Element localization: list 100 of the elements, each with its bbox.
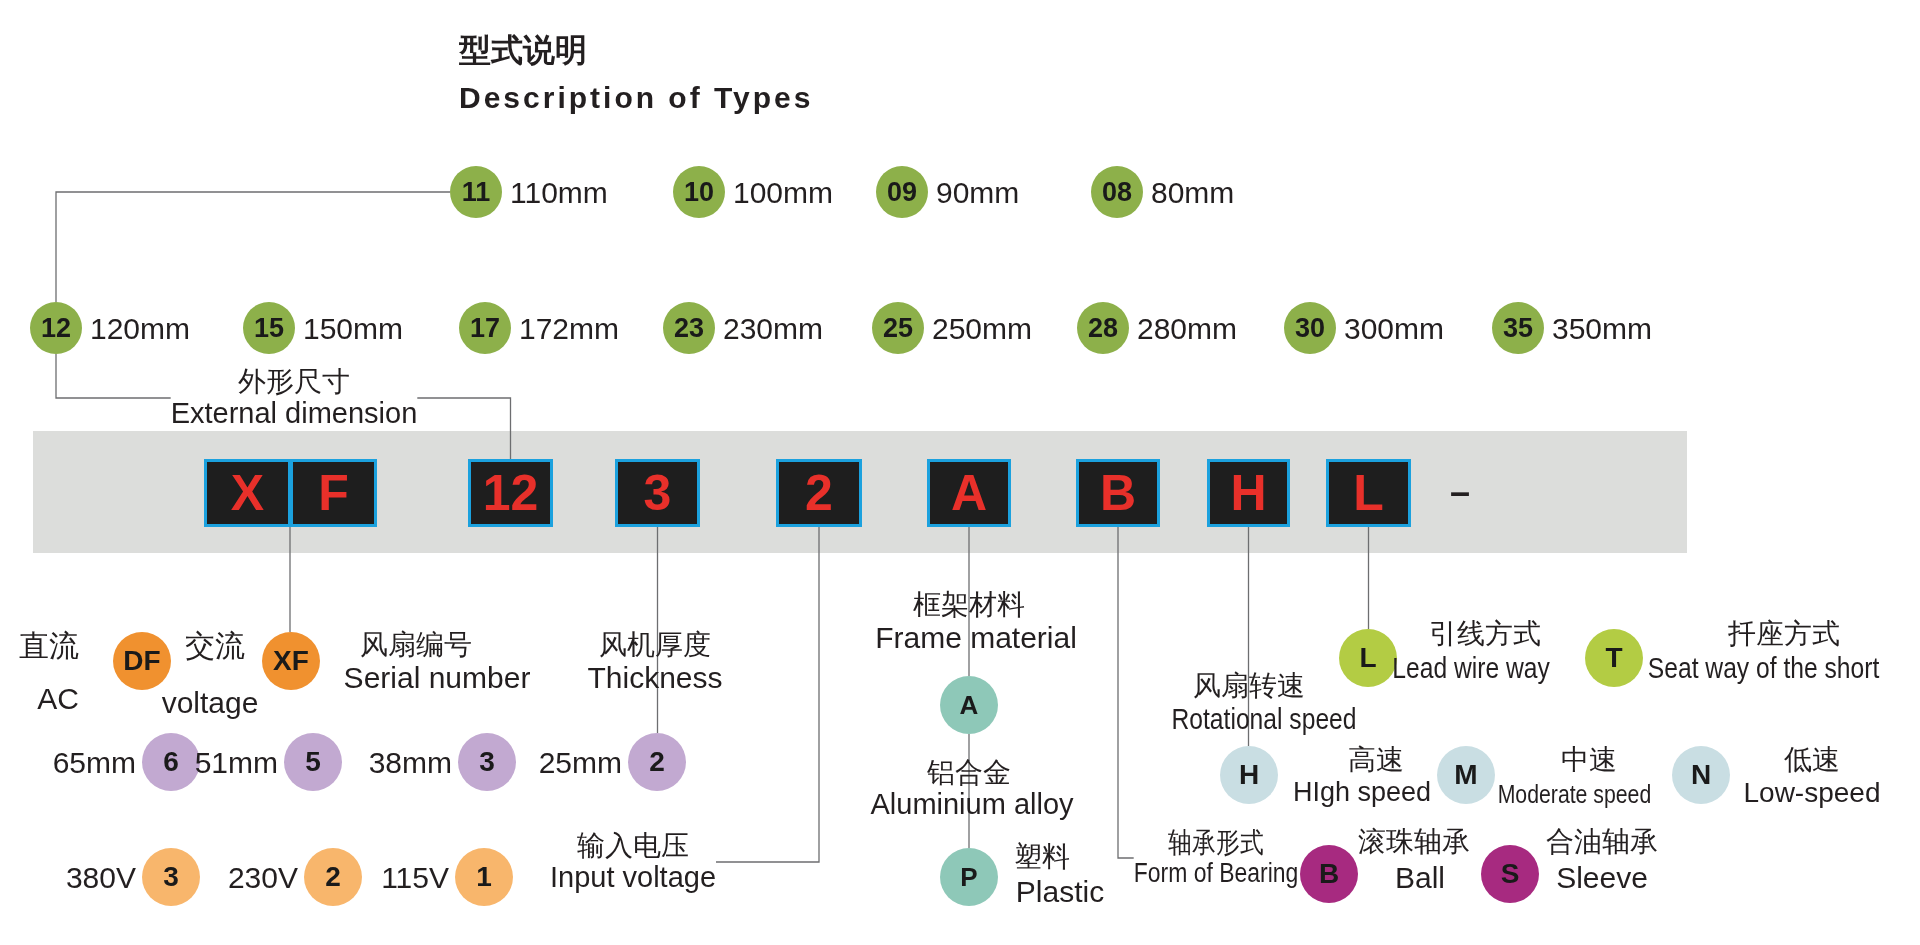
option-label: 350mm — [1552, 311, 1653, 345]
option-label: 高速 — [1348, 744, 1404, 776]
option-label: 172mm — [519, 311, 620, 345]
leader-line — [1117, 526, 1135, 859]
subtitle: Description of Types — [459, 81, 814, 115]
option-label: 150mm — [303, 311, 404, 345]
code-badge: 23 — [663, 302, 715, 354]
caption-text: Input voltage — [549, 861, 717, 894]
option-label: 38mm — [368, 745, 452, 779]
caption-text: 输入电压 — [576, 830, 690, 862]
code-badge: 3 — [142, 848, 200, 906]
code-letter-box: B — [1076, 459, 1160, 527]
code-badge: 2 — [628, 733, 686, 791]
option-label: Aluminium alloy — [869, 789, 1075, 821]
leader-line — [1367, 526, 1370, 630]
code-badge: H — [1220, 746, 1278, 804]
leader-line — [55, 353, 172, 399]
code-badge: 09 — [876, 166, 928, 218]
code-badge: 11 — [450, 166, 502, 218]
option-label: Plastic — [1015, 874, 1105, 908]
leader-line — [55, 191, 451, 303]
code-badge: P — [940, 848, 998, 906]
caption-text: Frame material — [874, 621, 1078, 655]
option-label: 280mm — [1137, 311, 1238, 345]
caption-text: 轴承形式 — [1167, 827, 1265, 859]
code-letter-box: F — [290, 459, 377, 527]
option-label: Sleeve — [1556, 860, 1648, 894]
code-badge: 30 — [1284, 302, 1336, 354]
option-label: Moderate speed — [1497, 781, 1652, 809]
code-letter-box: 3 — [615, 459, 700, 527]
code-badge: 10 — [673, 166, 725, 218]
option-label: 90mm — [936, 175, 1020, 209]
option-label: 引线方式 — [1429, 618, 1541, 650]
code-badge: B — [1300, 845, 1358, 903]
dash-mark: – — [1450, 471, 1470, 513]
option-label: 250mm — [932, 311, 1033, 345]
code-badge: 1 — [455, 848, 513, 906]
code-badge: M — [1437, 746, 1495, 804]
caption-text: Serial number — [343, 661, 531, 695]
code-letter-box: X — [204, 459, 291, 527]
option-label: 交流 — [185, 628, 245, 662]
code-badge: 25 — [872, 302, 924, 354]
option-label: AC — [37, 681, 79, 715]
option-label: 100mm — [733, 175, 834, 209]
option-label: 扦座方式 — [1728, 618, 1840, 650]
code-badge: 08 — [1091, 166, 1143, 218]
option-label: 80mm — [1151, 175, 1235, 209]
code-badge: 15 — [243, 302, 295, 354]
option-label: 230mm — [723, 311, 824, 345]
caption-text: Form of Bearing — [1133, 858, 1299, 889]
leader-line — [289, 526, 291, 633]
leader-line — [968, 526, 970, 677]
option-label: 230V — [227, 860, 298, 894]
option-label: HIgh speed — [1292, 778, 1432, 808]
leader-line — [416, 397, 512, 460]
option-label: Ball — [1395, 860, 1445, 894]
option-label: 中速 — [1561, 744, 1617, 776]
option-label: 低速 — [1784, 744, 1840, 776]
caption-text: 风扇编号 — [360, 628, 472, 662]
title: 型式说明 — [459, 31, 587, 70]
code-badge: 12 — [30, 302, 82, 354]
code-badge: XF — [262, 632, 320, 690]
leader-line — [968, 733, 970, 849]
option-label: 合油轴承 — [1546, 826, 1658, 858]
caption-text: External dimension — [170, 397, 418, 430]
option-label: Low-speed — [1743, 777, 1881, 809]
option-label: 65mm — [52, 745, 136, 779]
leader-line — [715, 526, 820, 863]
code-letter-box: 2 — [776, 459, 862, 527]
code-letter-box: 12 — [468, 459, 553, 527]
option-label: 铝合金 — [926, 757, 1012, 789]
caption-text: 框架材料 — [912, 588, 1026, 622]
option-label: Seat way of the short — [1647, 653, 1880, 685]
option-label: 25mm — [538, 745, 622, 779]
code-badge: A — [940, 676, 998, 734]
code-badge: T — [1585, 629, 1643, 687]
code-letter-box: L — [1326, 459, 1411, 527]
leader-line — [656, 526, 659, 734]
code-badge: 2 — [304, 848, 362, 906]
option-label: 380V — [65, 860, 136, 894]
option-label: 塑料 — [1014, 841, 1070, 873]
code-letter-box: A — [927, 459, 1011, 527]
option-label: 110mm — [510, 175, 608, 209]
code-badge: 3 — [458, 733, 516, 791]
code-badge: N — [1672, 746, 1730, 804]
code-badge: 17 — [459, 302, 511, 354]
option-label: 115V — [381, 860, 449, 894]
code-strip — [33, 431, 1687, 553]
code-badge: 5 — [284, 733, 342, 791]
caption-text: 外形尺寸 — [237, 366, 351, 398]
option-label: 滚珠轴承 — [1358, 826, 1470, 858]
code-badge: S — [1481, 845, 1539, 903]
code-badge: DF — [113, 632, 171, 690]
code-badge: 28 — [1077, 302, 1129, 354]
option-label: 300mm — [1344, 311, 1445, 345]
option-label: 直流 — [19, 628, 79, 662]
code-badge: 35 — [1492, 302, 1544, 354]
leader-line — [1247, 526, 1250, 747]
code-letter-box: H — [1207, 459, 1290, 527]
option-label: 120mm — [90, 311, 191, 345]
